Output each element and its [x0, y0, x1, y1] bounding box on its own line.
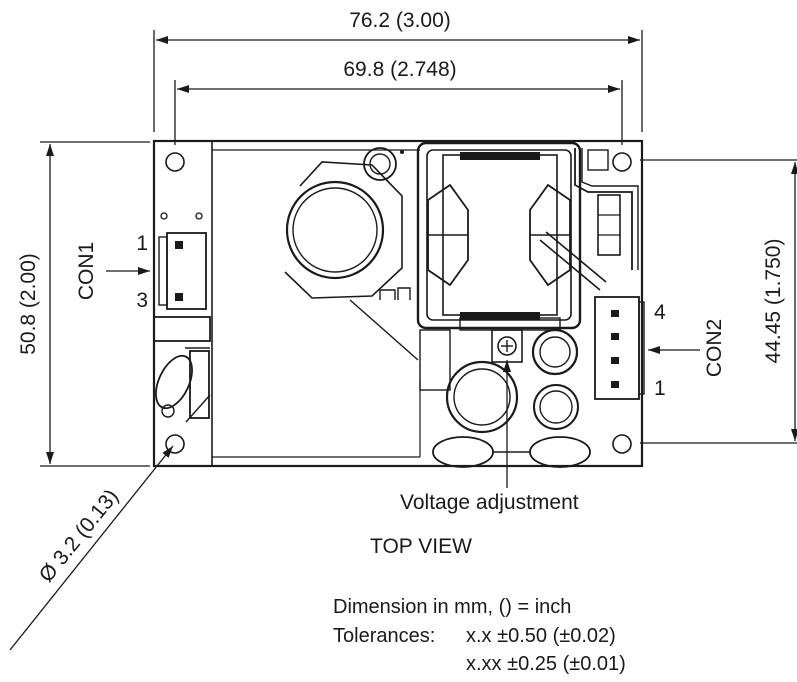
con1-connector — [153, 232, 211, 342]
con2-connector — [594, 296, 645, 400]
hole-diameter-callout: Ø 3.2 (0.13) — [9, 445, 174, 651]
tolerance-line-2: x.xx ±0.25 (±0.01) — [466, 653, 626, 675]
view-title: TOP VIEW — [370, 535, 472, 558]
overall-height-dimension: 50.8 (2.00) — [17, 141, 150, 467]
hole-diameter-label: Ø 3.2 (0.13) — [35, 485, 123, 587]
large-capacitor — [284, 147, 419, 361]
left-bottom-components — [155, 347, 211, 423]
mounting-hole-top-left — [165, 152, 185, 172]
tolerance-line-1: x.x ±0.50 (±0.02) — [466, 625, 616, 647]
con2-pin-bottom: 1 — [654, 377, 666, 400]
hole-spacing-width-label: 69.8 (2.748) — [343, 58, 456, 81]
hole-spacing-width-dimension: 69.8 (2.748) — [174, 58, 623, 145]
units-note: Dimension in mm, () = inch — [333, 596, 571, 618]
hole-spacing-height-dimension: 44.45 (1.750) — [640, 159, 797, 444]
con2-label: CON2 — [703, 319, 726, 377]
transformer — [416, 141, 582, 330]
con1-pin-top: 1 — [136, 232, 148, 255]
hole-spacing-height-label: 44.45 (1.750) — [762, 239, 785, 364]
right-top-clip — [539, 148, 639, 291]
lower-components — [419, 317, 591, 468]
mounting-hole-bottom-left — [165, 434, 185, 454]
notes-block: Dimension in mm, () = inch Tolerances: x… — [333, 596, 626, 675]
con1-pin-bottom: 3 — [136, 289, 148, 312]
tolerance-label: Tolerances: — [333, 625, 435, 647]
mounting-hole-bottom-right — [612, 434, 632, 454]
overall-width-dimension: 76.2 (3.00) — [153, 9, 643, 132]
con1-label: CON1 — [75, 242, 98, 300]
board-outline — [152, 139, 644, 468]
con2-pin-top: 4 — [654, 301, 666, 324]
voltage-adjustment-label: Voltage adjustment — [400, 491, 579, 514]
overall-height-label: 50.8 (2.00) — [17, 253, 40, 355]
mounting-hole-top-right — [612, 152, 632, 172]
con1-callout: CON1 1 3 — [75, 232, 150, 312]
overall-width-label: 76.2 (3.00) — [349, 9, 451, 32]
con2-callout: CON2 4 1 — [648, 301, 726, 400]
voltage-adjustment-potentiometer — [491, 329, 523, 488]
